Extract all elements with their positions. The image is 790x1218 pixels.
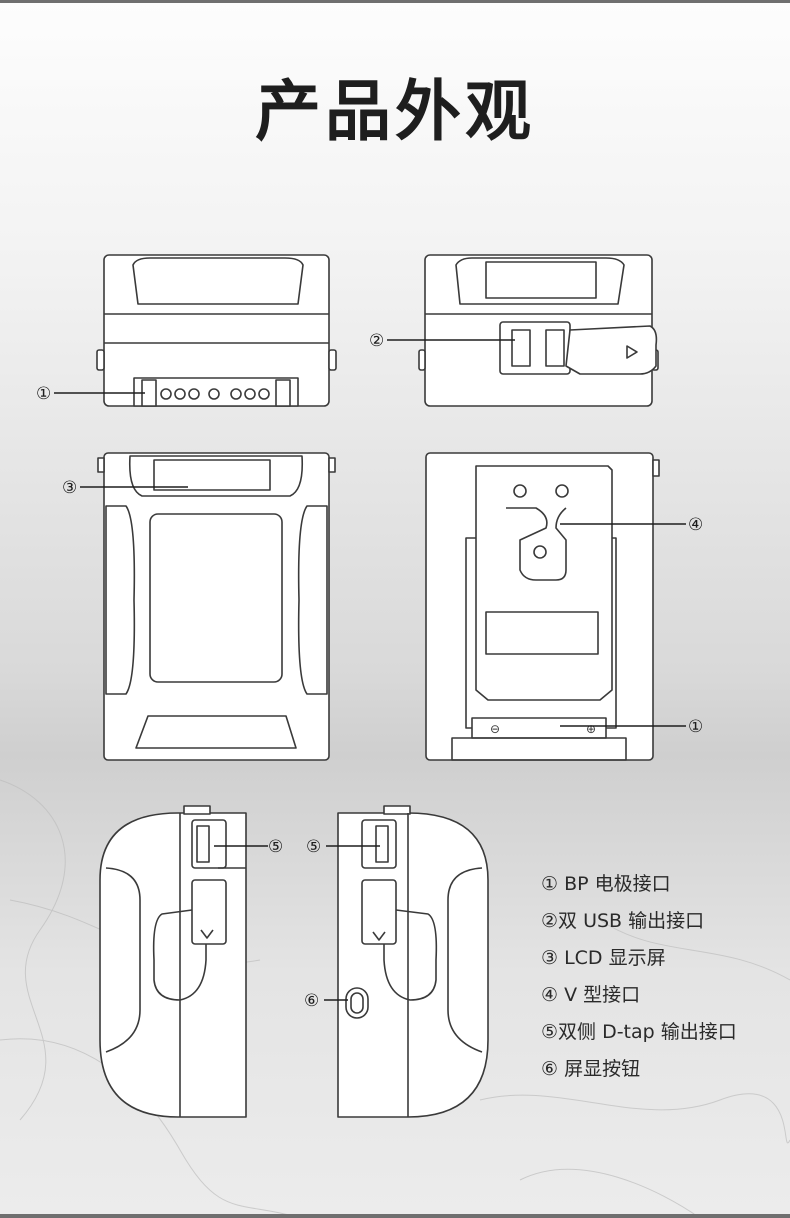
legend-item: ②双 USB 输出接口 [541,910,705,932]
front-view [97,452,336,761]
callout-lines [54,339,686,1001]
side-view-right [337,805,489,1118]
callout-bp-top: ① [36,384,51,404]
bottom-border [0,1214,790,1218]
callout-usb: ② [369,331,384,351]
callout-display-button: ⑥ [304,991,319,1011]
callout-bp-back: ① [688,717,703,737]
callout-numbers: ① ② ③ ④ ① ⑤ ⑤ ⑥ [36,331,703,1011]
legend-item: ③ LCD 显示屏 [541,947,666,969]
page-title: 产品外观 [255,73,535,150]
callout-lcd: ③ [62,478,77,498]
side-view-left [99,805,247,1118]
top-view-right [418,254,659,407]
top-view-left [96,254,337,407]
callout-v-mount: ④ [688,515,703,535]
callout-dtap-right: ⑤ [306,837,321,857]
legend: ① BP 电极接口 ②双 USB 输出接口 ③ LCD 显示屏 ④ V 型接口 … [541,866,737,1088]
legend-item: ⑥ 屏显按钮 [541,1058,641,1080]
back-view: ⊖ ⊕ [425,452,660,761]
legend-item: ⑤双侧 D-tap 输出接口 [541,1021,737,1043]
svg-text:⊖: ⊖ [490,722,500,736]
callout-dtap-left: ⑤ [268,837,283,857]
legend-item: ① BP 电极接口 [541,873,671,895]
legend-item: ④ V 型接口 [541,984,641,1006]
top-border [0,0,790,3]
svg-text:⊕: ⊕ [586,722,596,736]
